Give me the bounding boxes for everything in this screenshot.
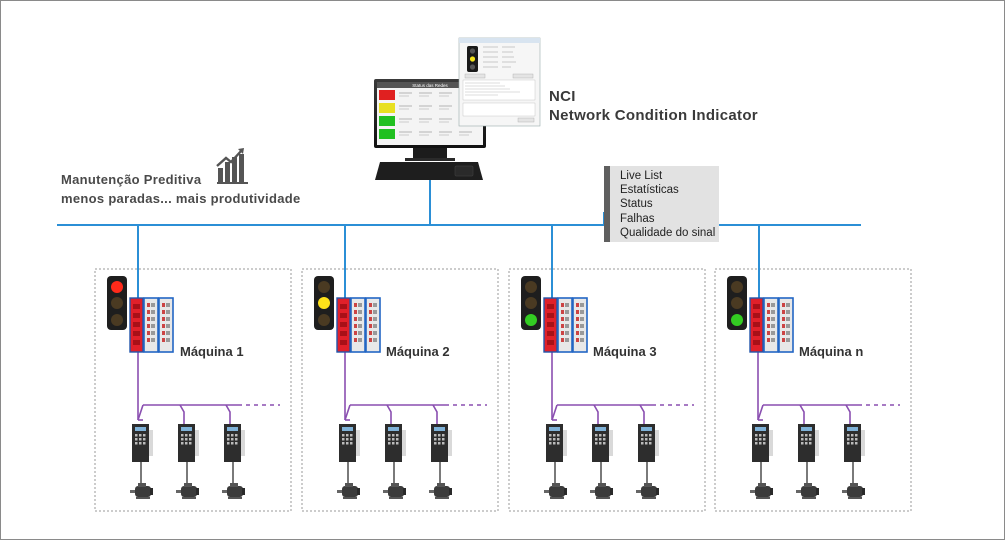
machine-boundary — [94, 268, 292, 512]
status-row-indicator — [379, 103, 395, 113]
status-row-indicator — [379, 116, 395, 126]
machine-boundary — [301, 268, 499, 512]
machine-label-1: Máquina 1 — [180, 344, 244, 359]
machine-cell — [94, 225, 292, 512]
machine-boundary — [714, 268, 912, 512]
feature-item: Estatísticas — [620, 184, 679, 197]
rising-bar-chart-icon — [216, 148, 248, 184]
nci-subtitle: Network Condition Indicator — [549, 107, 758, 124]
lamp-red-off — [525, 281, 537, 293]
machine-cell — [508, 225, 706, 512]
lamp-yellow-off — [111, 297, 123, 309]
feature-item: Falhas — [620, 212, 655, 225]
monitor-screen-title: Status das Redes — [412, 83, 448, 88]
lamp-green-on — [731, 314, 743, 326]
lamp-green-on — [525, 314, 537, 326]
features-box: Live List Estatísticas Status Falhas Qua… — [604, 166, 719, 242]
machine-label-3: Máquina 3 — [593, 344, 657, 359]
machine-cell — [714, 225, 912, 512]
lamp-green-off — [111, 314, 123, 326]
feature-item: Qualidade do sinal — [620, 226, 716, 239]
machine-label-n: Máquina n — [799, 344, 864, 359]
machine-boundary — [508, 268, 706, 512]
maintenance-subtitle: menos paradas... mais produtividade — [61, 191, 301, 206]
lamp-yellow-off — [525, 297, 537, 309]
machine-cell — [301, 225, 499, 512]
status-row-indicator — [379, 129, 395, 139]
lamp-yellow-on — [318, 297, 330, 309]
feature-item: Live List — [620, 170, 663, 182]
status-row-indicator — [379, 90, 395, 100]
feature-item: Status — [620, 198, 653, 211]
nci-software-window — [458, 37, 541, 127]
lamp-red-off — [731, 281, 743, 293]
maintenance-title: Manutenção Preditiva — [61, 172, 202, 187]
nci-title: NCI — [549, 88, 576, 105]
lamp-green-off — [318, 314, 330, 326]
lamp-red-on — [111, 281, 123, 293]
machine-label-2: Máquina 2 — [386, 344, 450, 359]
lamp-red-off — [318, 281, 330, 293]
lamp-yellow-off — [731, 297, 743, 309]
